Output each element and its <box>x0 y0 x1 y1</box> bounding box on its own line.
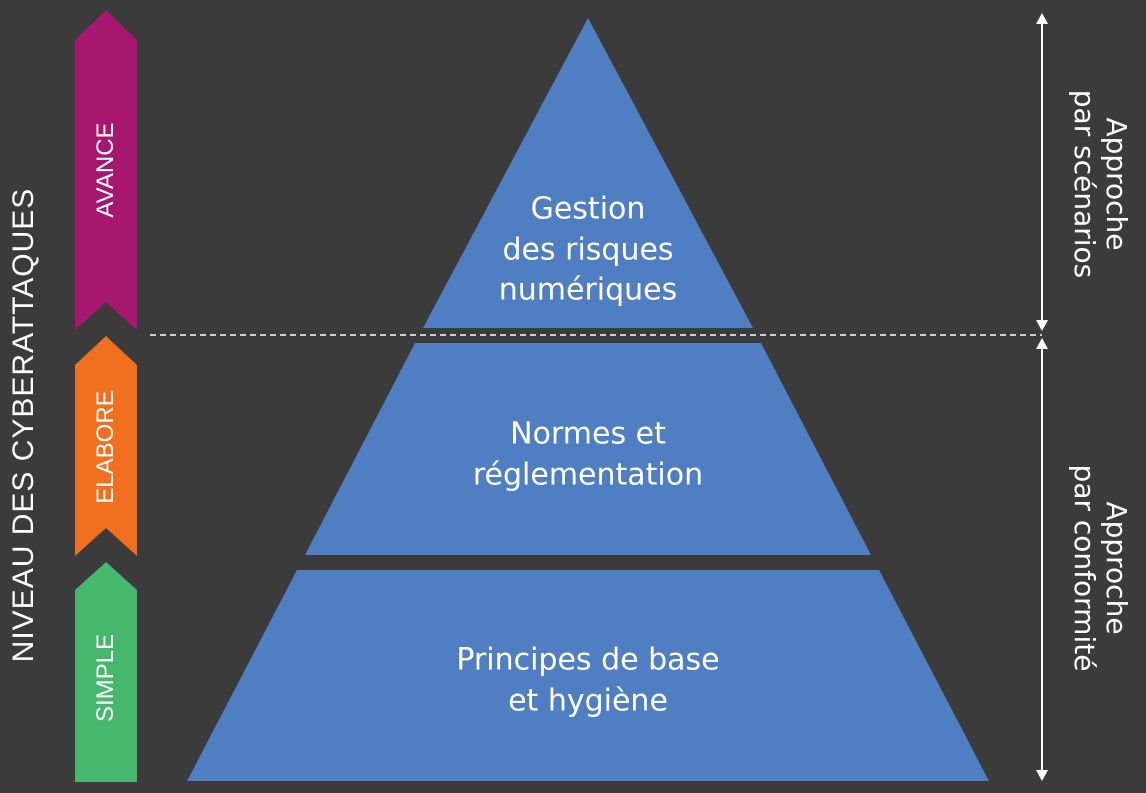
tier-middle-line-1: Normes et <box>510 416 666 452</box>
tier-top-line-2: des risques <box>502 231 674 267</box>
level-label-avance: AVANCE <box>92 122 119 218</box>
approach-label-conformite: Approche par conformité <box>1068 464 1134 672</box>
tier-middle-line-2: réglementation <box>472 457 704 492</box>
tier-top-line-3: numériques <box>498 272 678 308</box>
pyramid-tier-top <box>423 18 753 328</box>
tier-top-line-1: Gestion <box>530 191 646 227</box>
approach-scenarios-line-2: par scénarios <box>1068 89 1101 279</box>
level-label-simple: SIMPLE <box>92 633 119 723</box>
arrow-scenarios <box>1036 13 1048 331</box>
pyramid-tier-bottom <box>187 570 989 781</box>
level-label-elabore: ELABORE <box>92 390 119 504</box>
tier-label-top: Gestion des risques numériques <box>499 189 678 311</box>
approach-conformite-line-1: Approche <box>1100 501 1134 635</box>
tier-bottom-line-1: Principes de base <box>456 642 720 678</box>
tier-bottom-line-2: et hygiène <box>508 683 668 718</box>
axis-title: NIVEAU DES CYBERATTAQUES <box>7 187 40 663</box>
approach-label-scenarios: Approche par scénarios <box>1068 89 1134 279</box>
approach-scenarios-line-1: Approche <box>1100 117 1134 251</box>
tier-label-bottom: Principes de base et hygiène <box>456 641 719 722</box>
level-chevron-elabore <box>75 336 137 556</box>
level-chevron-simple <box>75 562 137 782</box>
approach-conformite-line-2: par conformité <box>1068 464 1101 672</box>
arrow-conformite <box>1036 338 1048 781</box>
pyramid-tier-middle <box>305 343 871 555</box>
tier-label-middle: Normes et réglementation <box>473 415 703 496</box>
level-chevron-avance <box>75 10 137 330</box>
